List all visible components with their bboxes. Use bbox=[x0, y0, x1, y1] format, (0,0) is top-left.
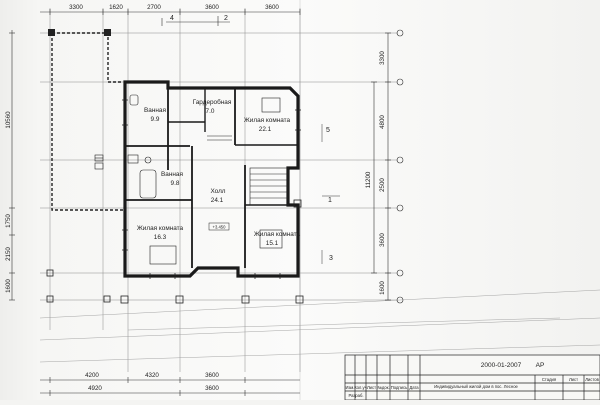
room-name-bath-1: Ванная bbox=[144, 107, 166, 114]
lower-grid-lines bbox=[39, 289, 600, 363]
top-dimension-line bbox=[40, 9, 301, 15]
tb-row-developer: Разраб. bbox=[348, 393, 363, 398]
tb-header-izm: Изм. bbox=[346, 385, 355, 390]
axis-label-1: 1 bbox=[328, 197, 332, 204]
dim-right-1: 3300 bbox=[379, 51, 386, 65]
room-area-bath-1: 9.9 bbox=[151, 116, 160, 123]
level-mark-box bbox=[208, 222, 230, 231]
staircase bbox=[249, 167, 289, 206]
right-axis-bubbles bbox=[396, 29, 404, 304]
room-name-living-2: Жилая комната bbox=[137, 225, 184, 232]
room-area-living-1: 22.1 bbox=[259, 126, 272, 133]
dim-top-5: 3600 bbox=[265, 4, 279, 11]
left-dimension-line bbox=[9, 30, 15, 301]
right-dimension-line bbox=[371, 32, 391, 301]
title-block bbox=[344, 354, 600, 401]
drawing-code: 2000-01-2007 bbox=[481, 362, 522, 369]
dim-bottom-5: 3600 bbox=[205, 385, 219, 392]
dim-top-4: 3600 bbox=[205, 4, 219, 11]
dim-top-3: 2700 bbox=[147, 4, 161, 11]
dim-right-2: 4800 bbox=[379, 115, 386, 129]
legend-mark bbox=[94, 154, 104, 170]
terrace-outline bbox=[51, 32, 125, 211]
dim-right-3: 2500 bbox=[379, 178, 386, 192]
dim-top-2: 1620 bbox=[109, 4, 123, 11]
room-area-bath-2: 9.8 bbox=[171, 180, 180, 187]
dim-left-2: 1750 bbox=[5, 214, 12, 228]
tb-header-doc: №док. bbox=[377, 385, 389, 390]
project-description: Индивидуальный жилой дом в пос. Лесное bbox=[434, 384, 518, 389]
tb-col-stage: Стадия bbox=[542, 377, 556, 382]
dim-left-3: 2150 bbox=[5, 247, 12, 261]
room-name-living-3: Жилая комната bbox=[254, 231, 301, 238]
tb-header-sign: Подпись bbox=[391, 385, 408, 390]
tb-col-sheet: Лист bbox=[569, 377, 578, 382]
column-markers bbox=[46, 199, 304, 304]
dim-bottom-4: 4920 bbox=[88, 385, 102, 392]
dim-right-4: 3600 bbox=[379, 233, 386, 247]
building-walls bbox=[123, 80, 300, 278]
dim-right-5: 1600 bbox=[379, 281, 386, 295]
dim-bottom-1: 4200 bbox=[85, 372, 99, 379]
room-area-living-2: 16.3 bbox=[154, 234, 167, 241]
axis-label-4: 4 bbox=[170, 15, 174, 22]
room-name-living-1: Жилая комната bbox=[244, 117, 291, 124]
fixtures bbox=[127, 94, 283, 265]
level-mark: +3.450 bbox=[213, 225, 227, 230]
tb-header-date: Дата bbox=[409, 385, 419, 390]
tb-header-kol: Кол.уч bbox=[354, 385, 367, 390]
window-marks bbox=[122, 99, 301, 279]
tb-header-list: Лист bbox=[367, 385, 376, 390]
room-area-wardrobe: 7.0 bbox=[206, 108, 215, 115]
axis-label-5: 5 bbox=[326, 127, 330, 134]
room-name-hall: Холл bbox=[210, 188, 225, 195]
dim-bottom-3: 3600 bbox=[205, 372, 219, 379]
dim-bottom-2: 4320 bbox=[145, 372, 159, 379]
dim-left-1: 10560 bbox=[5, 111, 12, 129]
dim-left-4: 1600 bbox=[5, 279, 12, 293]
bottom-dimension-line bbox=[40, 377, 300, 396]
room-name-bath-2: Ванная bbox=[161, 171, 183, 178]
terrace-corner-marks bbox=[48, 29, 111, 36]
dim-top-1: 3300 bbox=[69, 4, 83, 11]
room-name-wardrobe: Гардеробная bbox=[193, 98, 232, 106]
drawing-suffix: АР bbox=[536, 362, 545, 369]
axis-label-3: 3 bbox=[329, 255, 333, 262]
axis-label-2: 2 bbox=[224, 15, 228, 22]
dim-right-total: 11200 bbox=[365, 171, 372, 188]
tb-col-sheets: Листов bbox=[585, 377, 599, 382]
room-area-living-3: 15.1 bbox=[266, 240, 279, 247]
room-area-hall: 24.1 bbox=[211, 197, 224, 204]
